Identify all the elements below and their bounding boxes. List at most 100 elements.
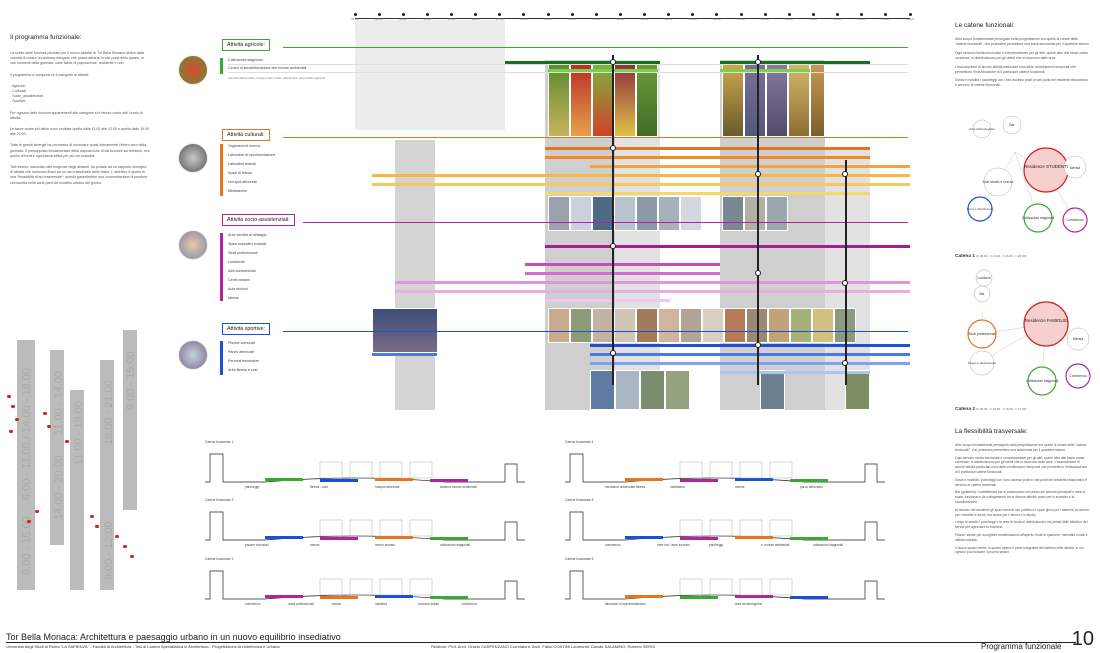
chain-node-label: Mensa: [1073, 337, 1083, 341]
section-label: aree archeologiche: [735, 602, 763, 606]
section-label: parcheggi: [709, 543, 723, 547]
ground-profile: [205, 453, 525, 483]
connector-line: [757, 55, 759, 385]
timeline-tick-dot: [836, 13, 840, 16]
footprint-mark: [7, 395, 11, 398]
section-label: aree bar / aree incontro: [657, 543, 691, 547]
timeline-tick-dot: [425, 13, 429, 16]
photo-social: [812, 308, 834, 343]
activity-icon-frame: [709, 578, 733, 596]
footer-rule: [6, 642, 1076, 643]
activity-label: Aree fitness e cosi: [228, 368, 258, 372]
timeline-tick-label: 15.00: [689, 17, 697, 21]
photo-agriculture: [766, 62, 788, 137]
section-label: fitness - cosi: [310, 485, 328, 489]
ground-segment: [265, 478, 303, 481]
flexibility-heading: La flessibilità trasversale:: [955, 428, 1028, 435]
photo-culture: [680, 196, 702, 231]
agriculture-image: [178, 55, 208, 85]
photo-agriculture: [744, 62, 766, 137]
activity-icon-frame: [319, 578, 343, 596]
activity-icon-frame: [409, 461, 433, 479]
section-title: Catena funzionale 1: [205, 440, 234, 444]
timeline-tick-dot: [474, 13, 478, 16]
right-paragraph: Altro scopo fondamentale perseguito nell…: [955, 37, 1090, 46]
chain-node-label: Studi professionali: [968, 332, 996, 336]
chain-node: [967, 319, 997, 349]
functional-chain-section: Catena funzionale 1 parcheggi fitness - co…: [205, 440, 525, 495]
connector-node: [610, 350, 616, 356]
connector-node: [755, 270, 761, 276]
activity-bar: [548, 69, 658, 72]
connector-node: [610, 59, 616, 65]
section-profile: [565, 570, 885, 600]
activity-label: Piscine comunali: [228, 341, 255, 345]
connector-node: [755, 171, 761, 177]
timeline-tick: 03.00: [393, 13, 413, 21]
activity-label: Laboratori teatrali: [228, 162, 256, 166]
photo-agriculture: [592, 62, 614, 137]
timeline-tick: 21.00: [828, 13, 848, 21]
chain-center-label: Residenze FAMIGLIE: [1025, 318, 1067, 323]
timetable-label: 6.00 - 11.00 / 14.00 - 18.00: [21, 368, 33, 500]
right-paragraph: Al servizio dei residenti: gli spazi ver…: [955, 507, 1090, 517]
timeline-tick: 04.00: [417, 13, 437, 21]
footprint-mark: [95, 525, 99, 528]
timeline-tick-dot: [667, 13, 671, 16]
category-rule: [283, 47, 908, 48]
timetable-label: 8.00 - 16.00: [21, 516, 33, 575]
chain-node: [969, 350, 995, 376]
ground-segment: [320, 537, 358, 540]
chain-center-label: Residenze STUDENTI: [1024, 164, 1068, 169]
ground-profile: [565, 453, 885, 483]
ground-segment: [320, 479, 358, 482]
category-marker: [220, 58, 223, 74]
left-paragraph: Tutte le grandi sinergie ha permesso di …: [10, 143, 150, 158]
connector-node: [755, 342, 761, 348]
photo-agriculture: [722, 62, 744, 137]
activity-icon-frame: [379, 578, 403, 596]
right-paragraph: Bar (gelateria): i caratteristici bar si…: [955, 490, 1086, 504]
timeline-tick: 01.00: [345, 13, 365, 21]
activity-icon-frame: [409, 519, 433, 537]
right-paragraph: Piazze: ideate per accogliere manifestaz…: [955, 532, 1088, 542]
photo-culture: [658, 196, 680, 231]
activity-bar: [395, 281, 910, 284]
activity-label: Mense: [228, 296, 239, 300]
timeline-tick-label: 13.00: [640, 17, 649, 21]
category-title-culturali: Attività culturali:: [222, 129, 270, 141]
right-paragraph: Il nuovo spazio verde: lo spazio aperto …: [955, 545, 1084, 555]
category-list-item: - Agricole;: [10, 83, 26, 88]
chain-node-label: Aule studio e ricerca: [983, 180, 1014, 184]
chain-node: [1065, 363, 1091, 389]
timeline-tick-label: 24.00: [906, 17, 914, 21]
timeline-tick: 07.00: [490, 13, 510, 21]
footer: Tor Bella Monaca: Architettura e paesagg…: [6, 628, 1094, 653]
timeline-tick-label: 08.00: [520, 17, 528, 21]
photo-agriculture: [810, 62, 825, 137]
photo-agriculture: [614, 62, 636, 137]
timeline-tick-dot: [884, 13, 888, 16]
chain-node: [973, 285, 991, 303]
activity-bar: [545, 156, 870, 159]
chain-node-label: Coltivazioni stagionali: [1026, 379, 1059, 383]
photo-social: [614, 308, 636, 343]
timetable-label: 11.00 - 19.00: [73, 400, 85, 465]
section-label: parcheggi: [245, 485, 259, 489]
section-label: percorsi salute: [418, 602, 440, 606]
chain-1-hours: (h 09.00 - h 13.00 - h 16.00 - h 20.00): [976, 254, 1027, 258]
timeline-tick: 02.00: [369, 13, 389, 21]
connector-node: [842, 171, 848, 177]
timeline-tick-dot: [908, 13, 912, 16]
ground-segment: [735, 536, 773, 539]
ground-segment: [680, 537, 718, 540]
chain-node-label: Commercio: [1066, 218, 1083, 222]
footprint-mark: [123, 545, 127, 548]
category-title-agricole: Attività agricole:: [222, 39, 271, 51]
timeline-tick: 16.00: [707, 13, 727, 21]
activity-icon-frame: [679, 461, 703, 479]
activity-label: Hot spot attrezzati: [228, 180, 257, 184]
chain-node-label: Bar: [980, 292, 986, 296]
chain-1-caption: Catena 1 (h 09.00 - h 13.00 - h 16.00 - …: [955, 254, 1026, 259]
